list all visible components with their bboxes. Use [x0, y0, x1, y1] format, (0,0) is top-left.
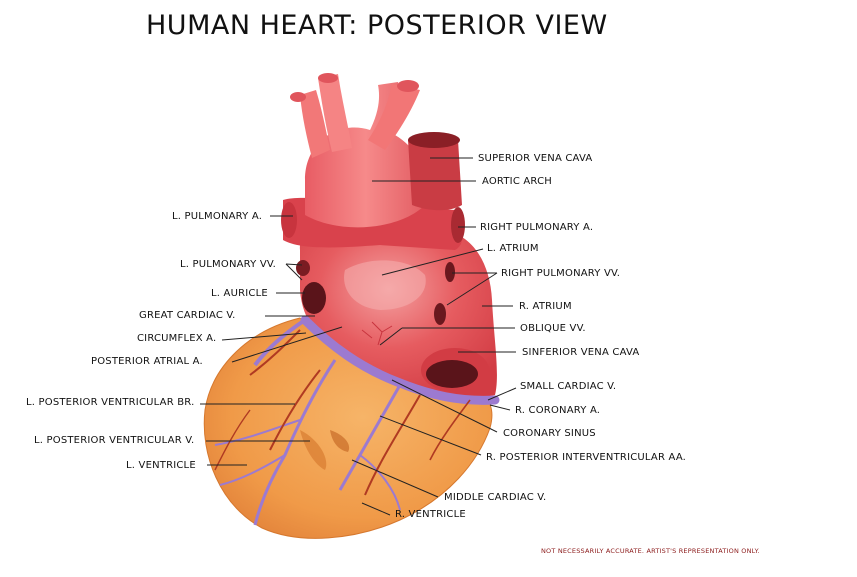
- middle-cardiac-vein: [338, 384, 402, 491]
- atrium-highlight: [344, 260, 426, 310]
- leader-lines: [200, 157, 517, 516]
- label-oblique-vv: OBLIQUE VV.: [520, 323, 586, 334]
- label-l-pulmonary-vv: L. PULMONARY VV.: [180, 259, 277, 270]
- r-pulmonary-a-stump: [451, 207, 465, 243]
- diagram-title: HUMAN HEART: POSTERIOR VIEW: [146, 10, 608, 41]
- subclavian-branch: [368, 84, 420, 150]
- disclaimer-text: NOT NECESSARILY ACCURATE. ARTIST'S REPRE…: [541, 547, 760, 555]
- vein-branch-3: [359, 454, 401, 511]
- superior-vena-cava-shape: [408, 140, 462, 211]
- label-l-ventricle: L. VENTRICLE: [126, 460, 196, 471]
- label-posterior-atrial-a: POSTERIOR ATRIAL A.: [91, 356, 203, 367]
- vessel-opening-1: [290, 92, 306, 102]
- vein-branch-2: [214, 419, 301, 446]
- label-circumflex-a: CIRCUMFLEX A.: [137, 333, 217, 344]
- coronary-sinus-vein: [300, 315, 500, 405]
- label-middle-cardiac-v: MIDDLE CARDIAC V.: [444, 492, 547, 503]
- label-right-pulmonary-vv: RIGHT PULMONARY VV.: [501, 268, 621, 279]
- l-pulmonary-a-stump: [281, 202, 297, 238]
- vessel-opening-2: [318, 73, 338, 83]
- r-pulmonary-vein-opening: [445, 262, 455, 282]
- inferior-vena-cava-opening: [426, 360, 478, 388]
- label-r-atrium: R. ATRIUM: [519, 301, 572, 312]
- label-l-pulmonary-a: L. PULMONARY A.: [172, 211, 263, 222]
- vein-branch-1: [219, 454, 286, 486]
- great-cardiac-vein: [253, 318, 307, 367]
- artery-branch-1: [429, 399, 471, 461]
- svc-opening: [408, 132, 460, 148]
- label-great-cardiac-v: GREAT CARDIAC V.: [139, 310, 236, 321]
- label-l-auricle: L. AURICLE: [211, 288, 268, 299]
- label-coronary-sinus: CORONARY SINUS: [503, 428, 596, 439]
- label-superior-vena-cava: SUPERIOR VENA CAVA: [478, 153, 593, 164]
- label-r-posterior-interventricular-aa: R. POSTERIOR INTERVENTRICULAR AA.: [486, 452, 687, 463]
- label-l-posterior-ventricular-v: L. POSTERIOR VENTRICULAR V.: [34, 435, 195, 446]
- ventricle-shadow: [300, 430, 327, 470]
- label-r-coronary-a: R. CORONARY A.: [515, 405, 601, 416]
- brachiocephalic-branch: [300, 90, 330, 158]
- label-l-atrium: L. ATRIUM: [487, 243, 539, 254]
- label-l-posterior-ventricular-br: L. POSTERIOR VENTRICULAR BR.: [26, 397, 195, 408]
- r-pulmonary-vein-opening-2: [434, 303, 446, 325]
- vessel-opening-3: [397, 80, 419, 92]
- posterior-ventricular-vein: [253, 359, 337, 526]
- r-posterior-interventricular-artery: [364, 394, 421, 496]
- label-inferior-vena-cava: SINFERIOR VENA CAVA: [522, 347, 640, 358]
- carotid-branch: [318, 74, 352, 152]
- atrial-artery-web: [361, 321, 393, 346]
- label-aortic-arch: AORTIC ARCH: [482, 176, 552, 187]
- label-right-pulmonary-a: RIGHT PULMONARY A.: [480, 222, 594, 233]
- ventricle-patch: [330, 430, 350, 452]
- label-small-cardiac-v: SMALL CARDIAC V.: [520, 381, 617, 392]
- l-pulmonary-vein-opening-2: [296, 260, 310, 276]
- l-pulmonary-vein-opening: [302, 282, 326, 314]
- artery-branch-2: [214, 409, 251, 471]
- label-r-ventricle: R. VENTRICLE: [395, 509, 466, 520]
